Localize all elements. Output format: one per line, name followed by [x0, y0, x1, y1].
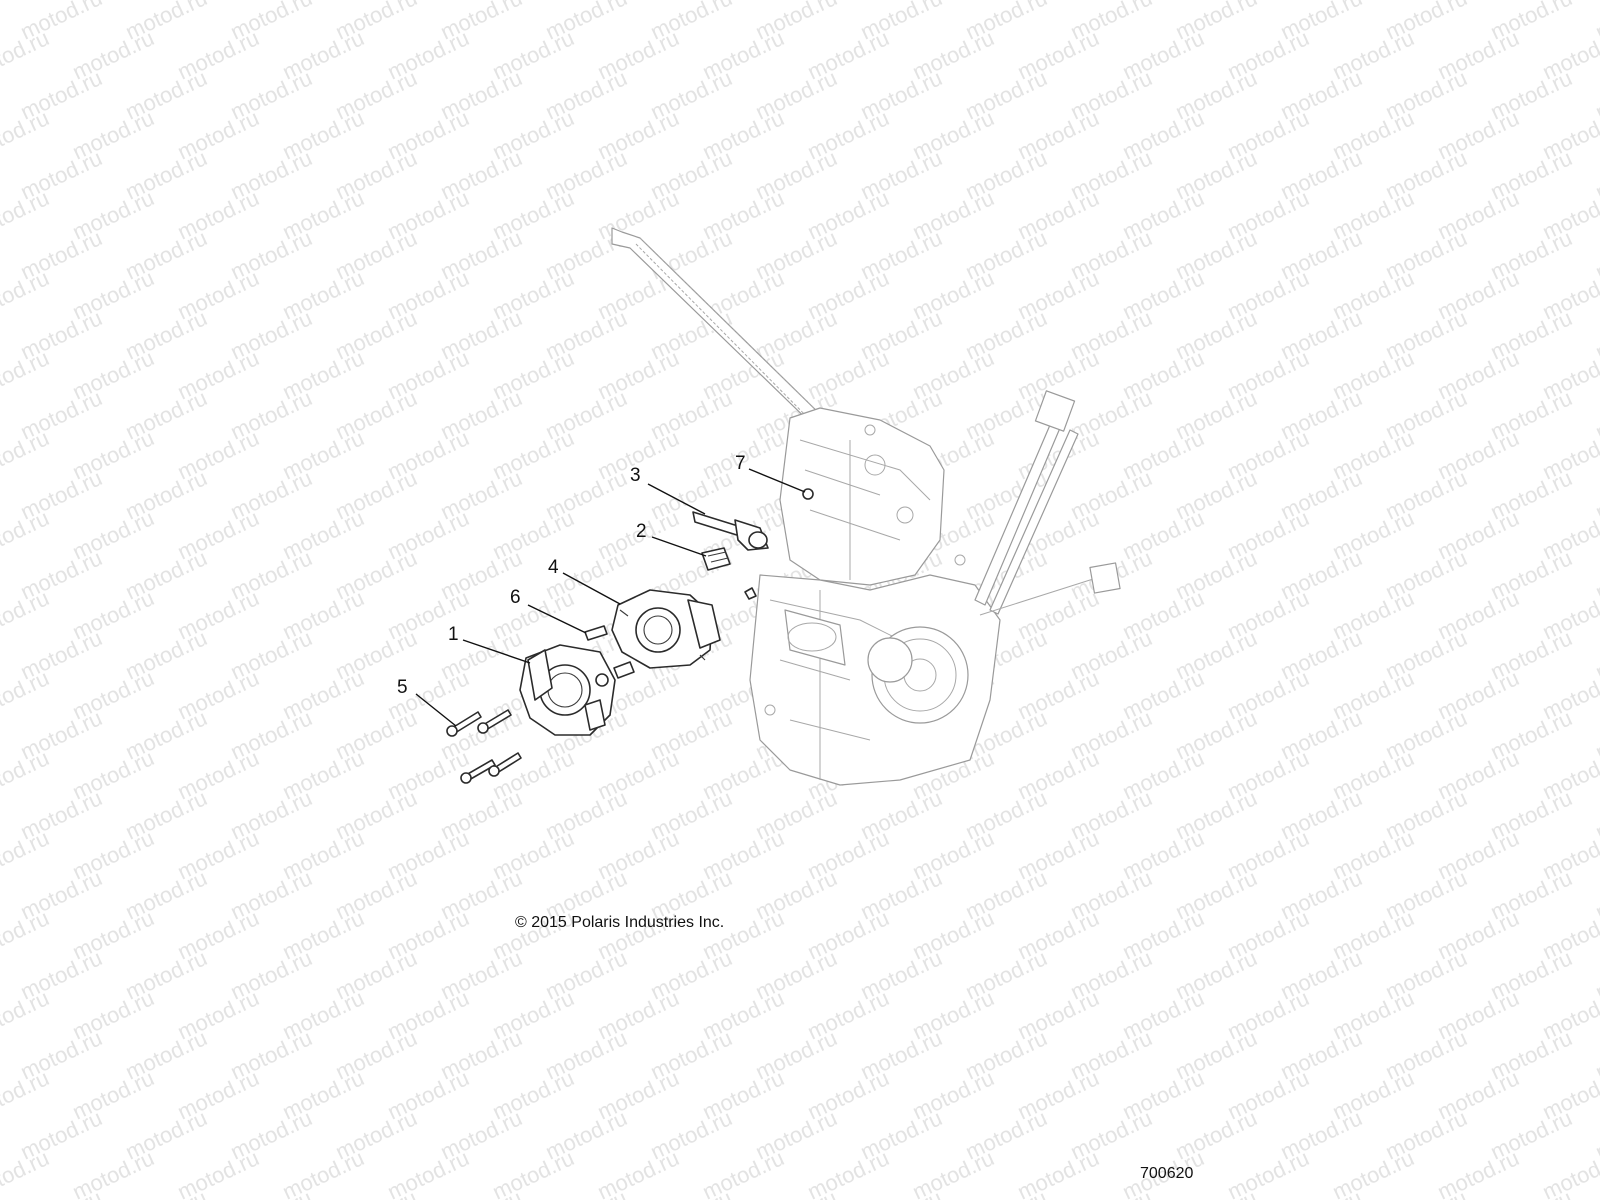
callout-7: 7 [735, 453, 746, 474]
bolt [446, 711, 482, 737]
watermark-text: motod.ru [227, 1185, 316, 1200]
watermark-text: motod.ru [0, 25, 53, 84]
watermark-text: motod.ru [0, 0, 1, 45]
screw [584, 625, 635, 679]
watermark-text: motod.ru [647, 1185, 736, 1200]
watermark-text: motod.ru [962, 1185, 1051, 1200]
watermark-text: motod.ru [0, 145, 1, 204]
watermark-text: motod.ru [0, 865, 1, 924]
watermark-text: motod.ru [0, 65, 1, 124]
leader-3 [647, 483, 706, 515]
drawing-number: 700620 [1140, 1165, 1194, 1182]
watermark-text: motod.ru [0, 505, 53, 564]
watermark-text: motod.ru [0, 105, 53, 164]
watermark-text: motod.ru [0, 345, 53, 404]
watermark-text: motod.ru [542, 1185, 631, 1200]
watermark-text: motod.ru [0, 1105, 1, 1164]
fuel-rail [692, 511, 769, 551]
watermark-text: motod.ru [122, 1185, 211, 1200]
watermark-text: motod.ru [0, 305, 1, 364]
callout-4: 4 [548, 557, 559, 578]
engine-block-outline [611, 227, 1121, 786]
watermark-text: motod.ru [1539, 1145, 1600, 1200]
callout-2: 2 [636, 521, 647, 542]
watermark-text: motod.ru [0, 665, 53, 724]
bolt-set [446, 709, 522, 784]
watermark-text: motod.ru [0, 905, 53, 964]
watermark-text: motod.ru [332, 1185, 421, 1200]
watermark-text: motod.ru [0, 185, 53, 244]
bolt [477, 709, 512, 734]
watermark-text: motod.ru [0, 385, 1, 444]
callout-3: 3 [630, 465, 641, 486]
callout-6: 6 [510, 587, 521, 608]
watermark-text: motod.ru [1592, 0, 1600, 45]
fuel-injector [701, 547, 757, 600]
callout-leaders [415, 468, 806, 727]
watermark-text: motod.ru [0, 625, 1, 684]
watermark-text: motod.ru [0, 0, 53, 5]
watermark-text: motod.ru [0, 465, 1, 524]
callout-1: 1 [448, 624, 459, 645]
intake-adapter [611, 589, 721, 669]
watermark-text: motod.ru [0, 585, 53, 644]
watermark-text: motod.ru [0, 265, 53, 324]
leader-7 [748, 468, 806, 493]
watermark-text: motod.ru [752, 1185, 841, 1200]
watermark-text: motod.ru [0, 425, 53, 484]
watermark-text: motod.ru [0, 225, 1, 284]
callout-numbers: 1 2 3 4 5 6 7 [397, 453, 746, 698]
copyright-notice: © 2015 Polaris Industries Inc. [515, 914, 725, 931]
watermark-text: motod.ru [0, 545, 1, 604]
leader-6 [527, 604, 587, 634]
bolt [488, 752, 522, 777]
watermark-text: motod.ru [0, 1025, 1, 1084]
leader-2 [651, 536, 707, 557]
watermark-text: motod.ru [1487, 1185, 1576, 1200]
leader-1 [462, 639, 531, 664]
leader-5 [415, 693, 457, 727]
watermark-text: motod.ru [0, 705, 1, 764]
watermark-text: motod.ru [1277, 1185, 1366, 1200]
watermark-text: motod.ru [0, 825, 53, 884]
throttle-body [519, 644, 616, 736]
watermark-text: motod.ru [0, 945, 1, 1004]
watermark-text: motod.ru [1067, 1185, 1156, 1200]
watermark-text: motod.ru [0, 1065, 53, 1124]
watermark-text: motod.ru [0, 985, 53, 1044]
callout-5: 5 [397, 677, 408, 698]
watermark-text: motod.ru [0, 745, 53, 804]
leader-4 [562, 572, 621, 605]
watermark-text: motod.ru [437, 1185, 526, 1200]
watermark-text: motod.ru [1172, 1185, 1261, 1200]
vacuum-port [802, 488, 814, 500]
bolt [460, 759, 496, 784]
watermark-text: motod.ru [0, 785, 1, 844]
watermark-text: motod.ru [17, 1185, 106, 1200]
watermark-text: motod.ru [0, 1145, 53, 1200]
watermark-text: motod.ru [1592, 1185, 1600, 1200]
watermark-text: motod.ru [857, 1185, 946, 1200]
watermark-text: motod.ru [1382, 1185, 1471, 1200]
